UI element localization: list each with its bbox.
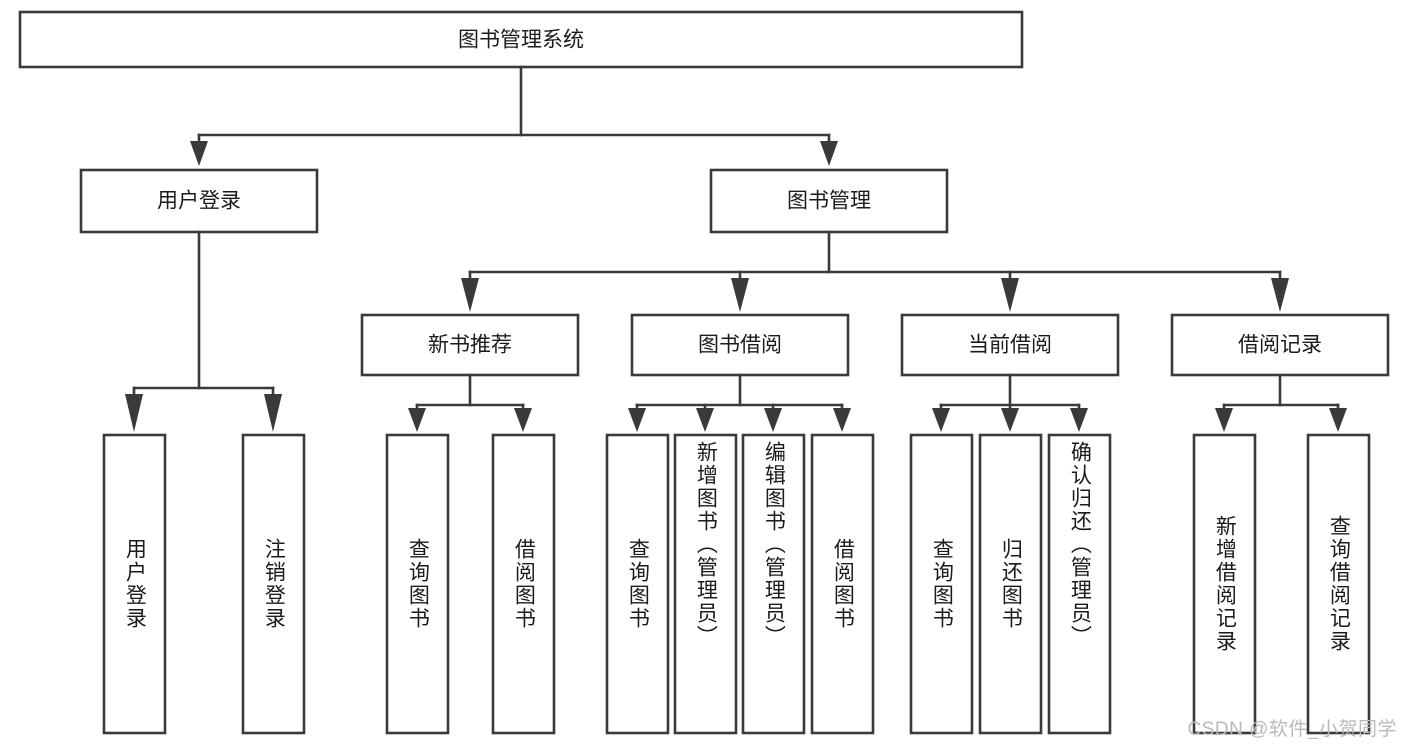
leaf-box-br-query[interactable]	[1306, 433, 1371, 735]
node-current-borrow[interactable]: 当前借阅	[900, 313, 1120, 377]
arrow-current-borrow	[1001, 278, 1019, 312]
book-borrow-box[interactable]	[630, 313, 850, 377]
leaf-box-bb-add[interactable]	[673, 433, 738, 735]
leaf-box-bb-edit[interactable]	[741, 433, 806, 735]
node-root[interactable]: 图书管理系统	[18, 10, 1024, 69]
arrow-br-add	[1215, 408, 1233, 432]
borrow-record-box[interactable]	[1170, 313, 1390, 377]
leaf-box-br-add[interactable]	[1192, 433, 1257, 735]
current-borrow-label: 当前借阅	[968, 334, 1052, 357]
node-new-book[interactable]: 新书推荐	[360, 313, 580, 377]
leaf-box-user-login[interactable]	[102, 433, 167, 735]
root-label: 图书管理系统	[458, 29, 584, 52]
leaf-box-logout[interactable]	[241, 433, 306, 735]
current-borrow-box[interactable]	[900, 313, 1120, 377]
node-book-manage[interactable]: 图书管理	[709, 168, 949, 234]
arrow-leaf-user-login	[125, 394, 143, 432]
leaf-box-bb-query[interactable]	[605, 433, 670, 735]
arrow-cb-confirm	[1070, 408, 1088, 432]
arrow-borrow-record	[1271, 278, 1289, 312]
arrow-user-login	[190, 141, 208, 166]
arrow-bb-add	[696, 408, 714, 432]
arrow-nb-query	[408, 408, 426, 432]
book-manage-label: 图书管理	[787, 190, 871, 213]
arrow-bb-edit	[764, 408, 782, 432]
leaf-box-nb-borrow[interactable]	[491, 433, 556, 735]
node-user-login[interactable]: 用户登录	[79, 168, 319, 234]
book-manage-box[interactable]	[709, 168, 949, 234]
leaf-box-nb-query[interactable]	[385, 433, 450, 735]
arrow-cb-return	[1001, 408, 1019, 432]
arrow-nb-borrow	[514, 408, 532, 432]
arrow-book-borrow	[731, 278, 749, 312]
csdn-watermark: CSDN @软件_小贺同学	[1187, 719, 1397, 740]
arrow-cb-query	[932, 408, 950, 432]
book-borrow-label: 图书借阅	[698, 334, 782, 357]
arrow-br-query	[1329, 408, 1347, 432]
new-book-label: 新书推荐	[428, 334, 512, 357]
node-book-borrow[interactable]: 图书借阅	[630, 313, 850, 377]
root-box[interactable]	[18, 10, 1024, 69]
arrow-bb-query	[628, 408, 646, 432]
arrow-leaf-logout	[264, 394, 282, 432]
new-book-box[interactable]	[360, 313, 580, 377]
arrow-book-manage	[820, 141, 838, 166]
leaf-box-bb-borrow[interactable]	[810, 433, 875, 735]
leaf-box-cb-return[interactable]	[978, 433, 1043, 735]
arrow-new-book	[461, 278, 479, 312]
user-login-label: 用户登录	[157, 190, 241, 213]
leaf-box-cb-confirm[interactable]	[1047, 433, 1112, 735]
node-borrow-record[interactable]: 借阅记录	[1170, 313, 1390, 377]
leaf-box-cb-query[interactable]	[909, 433, 974, 735]
arrow-bb-borrow	[833, 408, 851, 432]
borrow-record-label: 借阅记录	[1238, 334, 1322, 357]
